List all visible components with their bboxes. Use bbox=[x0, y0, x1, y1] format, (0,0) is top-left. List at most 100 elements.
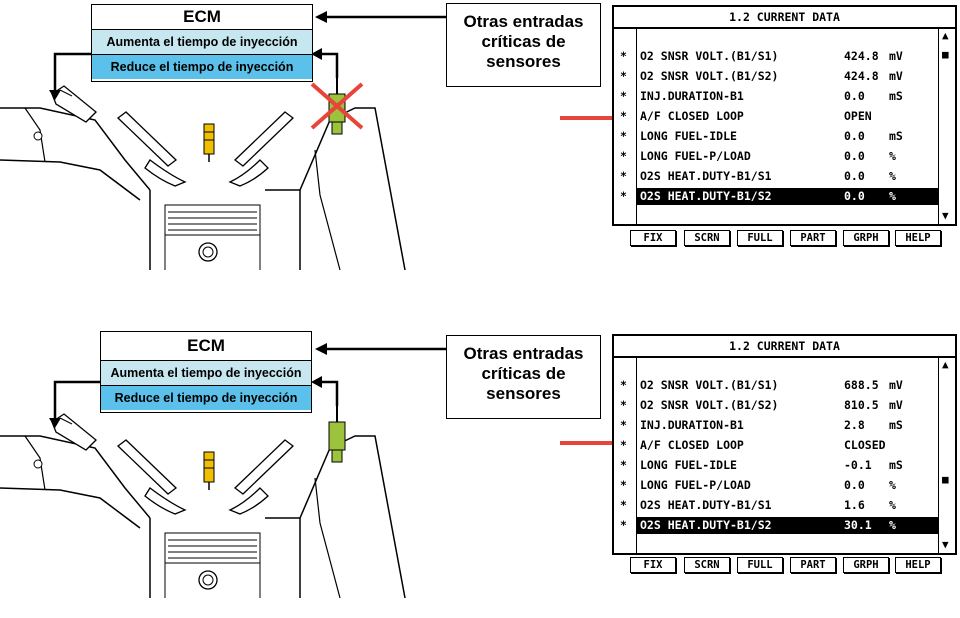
row-label: LONG FUEL-IDLE bbox=[640, 129, 737, 143]
function-keys: FIX SCRN FULL PART GRPH HELP bbox=[630, 230, 941, 246]
fkey-part[interactable]: PART bbox=[790, 557, 836, 573]
row-marker: * bbox=[620, 189, 627, 203]
row-marker: * bbox=[620, 89, 627, 103]
scroll-down-icon[interactable]: ▼ bbox=[942, 538, 949, 551]
row-unit: % bbox=[889, 498, 896, 512]
fkey-part[interactable]: PART bbox=[790, 230, 836, 246]
row-marker: * bbox=[620, 498, 627, 512]
fkey-scrn[interactable]: SCRN bbox=[684, 557, 730, 573]
row-value: 1.6 bbox=[844, 498, 865, 512]
ecm-decrease-injection: Reduce el tiempo de inyección bbox=[101, 385, 311, 410]
row-value: 0.0 bbox=[844, 149, 865, 163]
row-label: O2 SNSR VOLT.(B1/S1) bbox=[640, 378, 779, 392]
scrollbar[interactable]: ▲ ■ ▼ bbox=[938, 27, 955, 224]
screen-title: 1.2 CURRENT DATA bbox=[614, 336, 955, 358]
row-highlight bbox=[637, 517, 939, 534]
fkey-fix[interactable]: FIX bbox=[630, 557, 676, 573]
sensor-inputs-box: Otras entradas críticas de sensores bbox=[446, 335, 601, 419]
fkey-fix[interactable]: FIX bbox=[630, 230, 676, 246]
screen-divider bbox=[636, 27, 637, 224]
row-unit: mV bbox=[889, 398, 903, 412]
row-value: OPEN bbox=[844, 109, 872, 123]
row-label: O2S HEAT.DUTY-B1/S2 bbox=[640, 189, 772, 203]
scroll-up-icon[interactable]: ▲ bbox=[942, 358, 949, 371]
row-marker: * bbox=[620, 49, 627, 63]
ecm-increase-injection: Aumenta el tiempo de inyección bbox=[101, 360, 311, 385]
row-label: O2 SNSR VOLT.(B1/S2) bbox=[640, 69, 779, 83]
fkey-full[interactable]: FULL bbox=[737, 230, 783, 246]
row-label: INJ.DURATION-B1 bbox=[640, 418, 744, 432]
scroll-thumb[interactable]: ■ bbox=[942, 473, 949, 486]
sensor-inputs-line: sensores bbox=[486, 384, 561, 403]
sensor-inputs-line: críticas de bbox=[481, 32, 566, 51]
fkey-grph[interactable]: GRPH bbox=[843, 230, 889, 246]
data-row[interactable]: * O2S HEAT.DUTY-B1/S1 0.0% bbox=[614, 168, 939, 185]
scrollbar[interactable]: ▲ ■ ▼ bbox=[938, 356, 955, 553]
scan-tool-screen: 1.2 CURRENT DATA ▲ ■ ▼ *O2 SNSR VOLT.(B1… bbox=[612, 334, 957, 555]
injector-icon bbox=[51, 413, 97, 451]
scan-tool-screen: 1.2 CURRENT DATA ▲ ■ ▼ *O2 SNSR VOLT.(B1… bbox=[612, 5, 957, 226]
row-unit: mV bbox=[889, 69, 903, 83]
row-unit: mS bbox=[889, 129, 903, 143]
row-label: INJ.DURATION-B1 bbox=[640, 89, 744, 103]
row-marker: * bbox=[620, 378, 627, 392]
row-unit: mS bbox=[889, 458, 903, 472]
row-marker: * bbox=[620, 478, 627, 492]
row-unit: % bbox=[889, 189, 896, 203]
row-marker: * bbox=[620, 398, 627, 412]
row-label: LONG FUEL-P/LOAD bbox=[640, 478, 751, 492]
row-marker: * bbox=[620, 129, 627, 143]
row-marker: * bbox=[620, 109, 627, 123]
row-value: 424.8 bbox=[844, 49, 879, 63]
screen-divider bbox=[636, 356, 637, 553]
row-value: -0.1 bbox=[844, 458, 872, 472]
row-value: 424.8 bbox=[844, 69, 879, 83]
ecm-increase-injection: Aumenta el tiempo de inyección bbox=[92, 29, 312, 54]
row-label: LONG FUEL-IDLE bbox=[640, 458, 737, 472]
o2-sensor-icon bbox=[328, 406, 346, 463]
row-highlight bbox=[637, 188, 939, 205]
row-value: 0.0 bbox=[844, 89, 865, 103]
engine-diagram bbox=[0, 11, 634, 271]
scroll-up-icon[interactable]: ▲ bbox=[942, 29, 949, 42]
row-value: 688.5 bbox=[844, 378, 879, 392]
row-label: O2 SNSR VOLT.(B1/S1) bbox=[640, 49, 779, 63]
fkey-help[interactable]: HELP bbox=[895, 230, 941, 246]
fkey-scrn[interactable]: SCRN bbox=[684, 230, 730, 246]
sensor-inputs-box: Otras entradas críticas de sensores bbox=[446, 3, 601, 87]
row-marker: * bbox=[620, 69, 627, 83]
panel-closed-loop: ECM Aumenta el tiempo de inyección Reduc… bbox=[0, 328, 960, 618]
scroll-down-icon[interactable]: ▼ bbox=[942, 209, 949, 222]
row-label: A/F CLOSED LOOP bbox=[640, 109, 744, 123]
row-unit: % bbox=[889, 169, 896, 183]
row-unit: mV bbox=[889, 49, 903, 63]
scroll-thumb[interactable]: ■ bbox=[942, 48, 949, 61]
data-row[interactable]: * O2 SNSR VOLT.(B1/S2) 424.8 mV bbox=[614, 68, 939, 85]
row-value: 0.0 bbox=[844, 169, 865, 183]
fkey-grph[interactable]: GRPH bbox=[843, 557, 889, 573]
row-marker: * bbox=[620, 169, 627, 183]
data-row[interactable]: * O2 SNSR VOLT.(B1/S1) 424.8 mV bbox=[614, 48, 939, 65]
row-marker: * bbox=[620, 418, 627, 432]
fkey-help[interactable]: HELP bbox=[895, 557, 941, 573]
ecm-box: ECM Aumenta el tiempo de inyección Reduc… bbox=[100, 331, 312, 413]
ecm-box: ECM Aumenta el tiempo de inyección Reduc… bbox=[91, 4, 313, 82]
row-label: O2S HEAT.DUTY-B1/S1 bbox=[640, 169, 772, 183]
ecm-title: ECM bbox=[183, 7, 221, 26]
row-marker: * bbox=[620, 438, 627, 452]
row-value: CLOSED bbox=[844, 438, 886, 452]
fkey-full[interactable]: FULL bbox=[737, 557, 783, 573]
data-row[interactable]: * A/F CLOSED LOOP OPEN bbox=[614, 108, 939, 125]
